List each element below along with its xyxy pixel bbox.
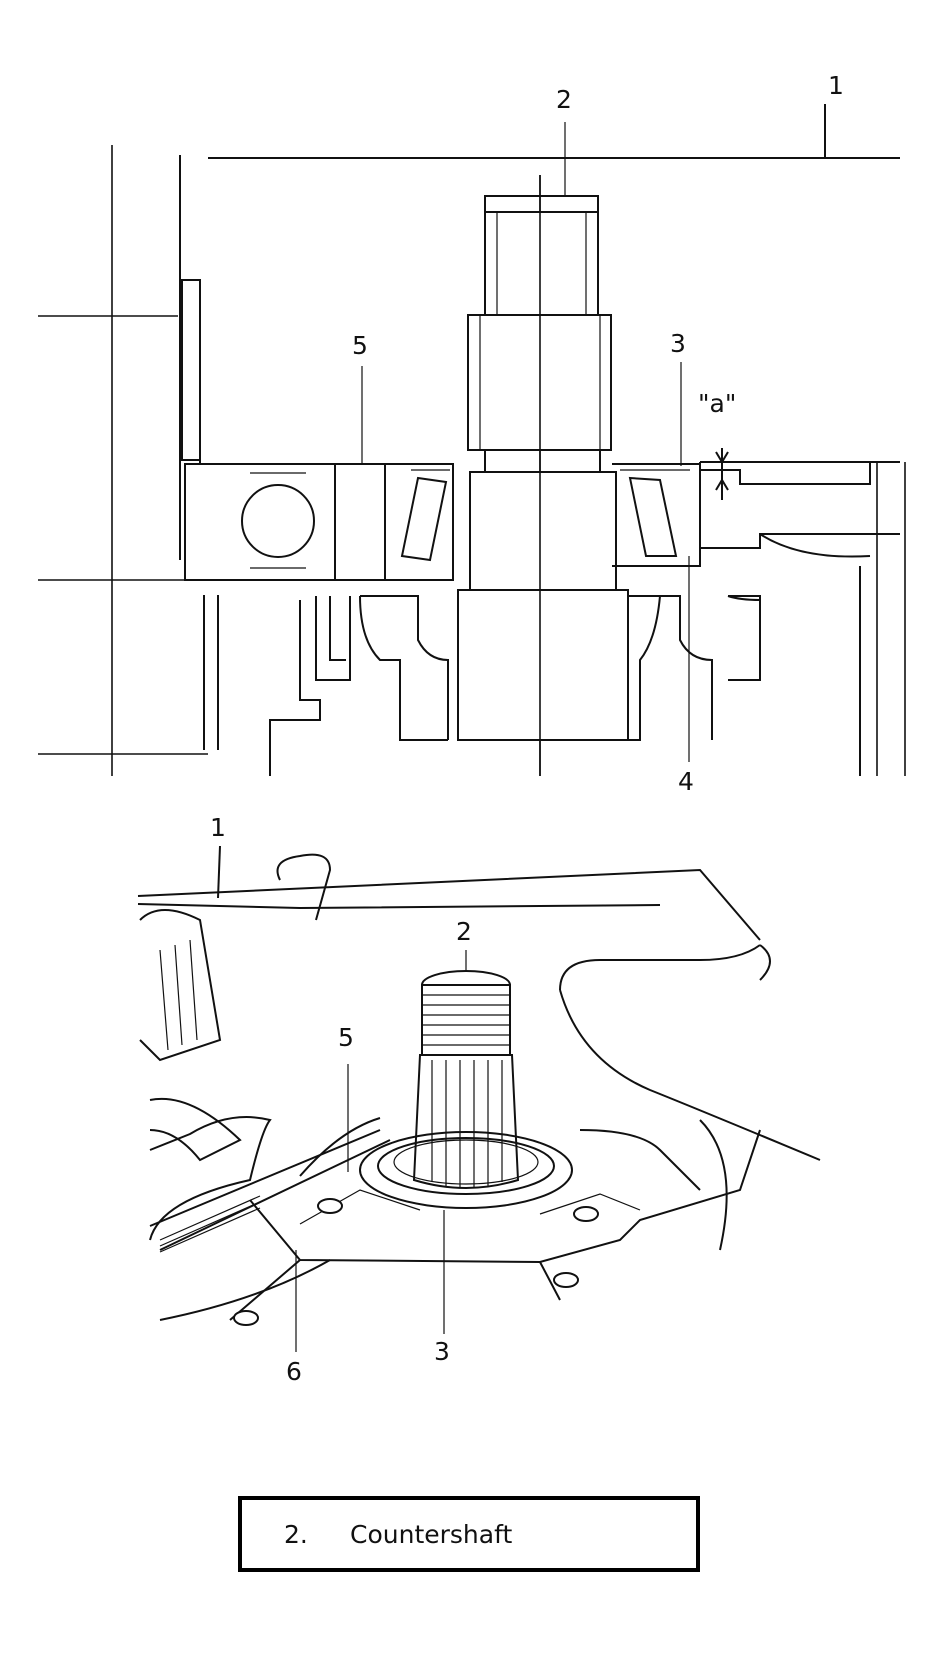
- bottom-callout-5: 5: [338, 1023, 354, 1052]
- caption-box: 2. Countershaft: [238, 1496, 700, 1572]
- dimension-a-label: "a": [698, 389, 736, 418]
- bottom-callout-2: 2: [456, 917, 472, 946]
- top-cross-section-diagram: [38, 104, 906, 776]
- top-callout-5: 5: [352, 331, 368, 360]
- top-callout-1: 1: [828, 71, 844, 100]
- caption-text: Countershaft: [350, 1520, 513, 1549]
- bottom-perspective-diagram: [137, 845, 821, 1326]
- bottom-callout-3: 3: [434, 1337, 450, 1366]
- bottom-callout-1: 1: [210, 813, 226, 842]
- caption-number: 2.: [284, 1520, 308, 1549]
- bottom-callout-6: 6: [286, 1357, 302, 1386]
- top-callout-2: 2: [556, 85, 572, 114]
- top-callout-4: 4: [678, 767, 694, 796]
- top-callout-3: 3: [670, 329, 686, 358]
